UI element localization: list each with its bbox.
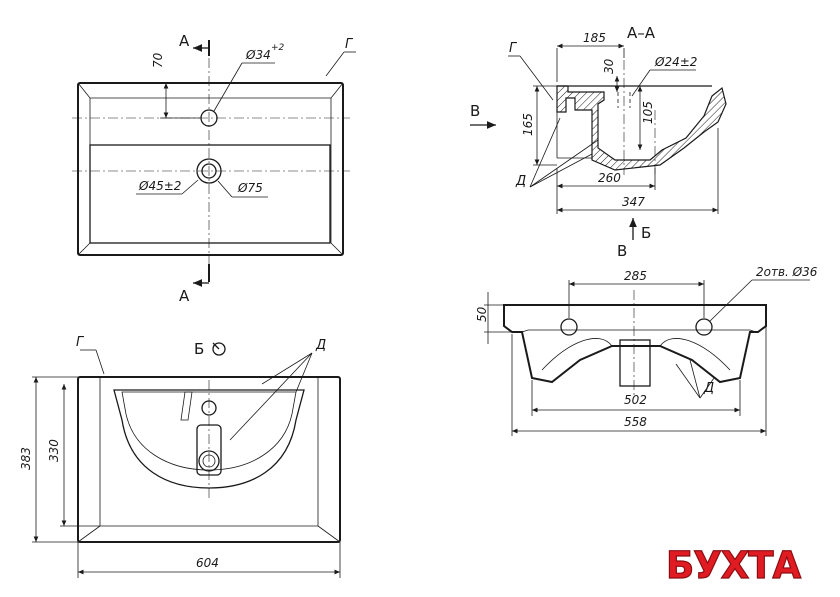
side-view: В 285 2отв. Ø36 50 502 558 (475, 242, 818, 436)
brand-logo-text: БУХТА (666, 544, 801, 587)
section-mark-bottom: А (179, 287, 190, 305)
section-mark-top: А (179, 32, 190, 50)
dim-hole-34: Ø34 (245, 48, 271, 62)
dim-70: 70 (151, 52, 165, 68)
label-g-section: Г (509, 41, 518, 56)
dim-30: 30 (602, 58, 616, 74)
top-view: А А 70 Ø34 +2 Г Ø45±2 Ø75 (72, 32, 356, 305)
front-view-title: Б (194, 340, 204, 358)
label-d-section: Д (515, 174, 526, 189)
dim-drain-45: Ø45±2 (138, 179, 181, 193)
dim-185: 185 (583, 31, 606, 45)
label-g-front: Г (76, 335, 85, 350)
dim-165: 165 (521, 113, 535, 136)
dim-558: 558 (624, 415, 647, 429)
brand-logo: БУХТА (665, 543, 803, 587)
dim-holes-36: 2отв. Ø36 (756, 265, 818, 279)
section-view: А–А 185 30 Ø24±2 105 165 260 (470, 24, 727, 242)
label-g-top: Г (345, 37, 354, 52)
dim-383: 383 (19, 447, 33, 470)
dim-502: 502 (624, 393, 647, 407)
dim-285: 285 (624, 269, 647, 283)
dim-24: Ø24±2 (654, 55, 697, 69)
view-arrow-b: Б (641, 224, 651, 242)
label-d-side: Д (703, 381, 714, 396)
dim-260: 260 (598, 171, 621, 185)
dim-50: 50 (475, 306, 489, 322)
dim-330: 330 (47, 439, 61, 462)
dim-hole-34-tol: +2 (271, 43, 285, 53)
dim-drain-75: Ø75 (237, 181, 263, 195)
label-d-front: Д (315, 338, 326, 353)
front-view: Б Г Д 383 330 (19, 335, 341, 578)
view-arrow-v: В (470, 102, 480, 120)
section-title: А–А (627, 24, 656, 42)
dim-105: 105 (641, 101, 655, 124)
dim-347: 347 (622, 195, 645, 209)
dim-604: 604 (196, 556, 219, 570)
side-view-title: В (617, 242, 627, 260)
